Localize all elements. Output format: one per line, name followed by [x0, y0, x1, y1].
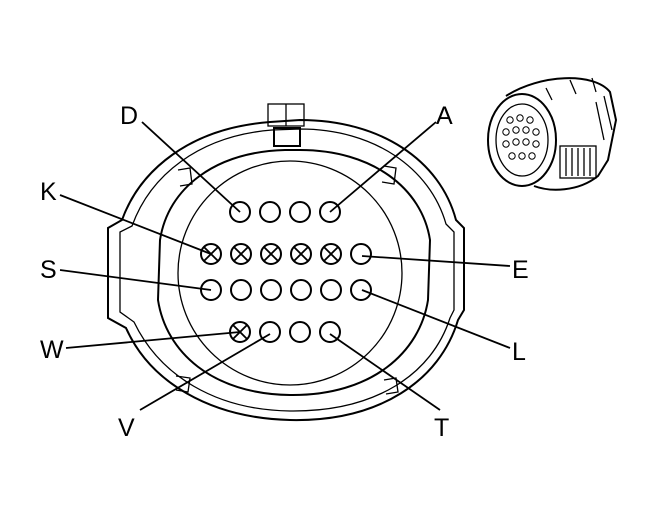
- mini-cavity: [532, 128, 540, 136]
- pin-label-t: T: [434, 414, 449, 442]
- pin-label-w: W: [40, 336, 64, 364]
- leader-line-v: [139, 333, 271, 411]
- plug-cross-mark: [263, 246, 279, 262]
- pin-label-d: D: [120, 102, 138, 130]
- open-cavity: [350, 279, 372, 301]
- open-cavity: [260, 279, 282, 301]
- plug-cross-mark: [323, 246, 339, 262]
- leader-line-w: [65, 331, 241, 349]
- leader-line-d: [141, 121, 241, 213]
- pin-label-v: V: [118, 414, 135, 442]
- mini-cavity: [516, 114, 524, 122]
- pin-labels: D A K E S L W V T: [40, 102, 529, 442]
- leader-line-e: [361, 255, 511, 267]
- open-cavity: [230, 279, 252, 301]
- mini-cavity: [502, 140, 510, 148]
- pin-label-a: A: [436, 102, 453, 130]
- connector-3d-illustration: [487, 77, 618, 191]
- mini-cavity: [512, 126, 520, 134]
- mini-cavity-grid: [502, 114, 540, 160]
- leader-line-k: [59, 194, 212, 255]
- mini-cavity: [526, 116, 534, 124]
- open-cavity: [289, 321, 311, 343]
- mini-cavity: [508, 152, 516, 160]
- mini-cavity: [502, 128, 510, 136]
- open-cavity: [290, 279, 312, 301]
- mini-cavity: [528, 152, 536, 160]
- open-cavity: [289, 201, 311, 223]
- pin-label-l: L: [512, 338, 526, 366]
- open-cavity: [320, 279, 342, 301]
- leader-line-a: [329, 121, 437, 213]
- leader-line-t: [329, 333, 441, 411]
- mini-cavity: [518, 152, 526, 160]
- pin-label-k: K: [40, 178, 57, 206]
- leader-line-s: [59, 269, 212, 291]
- plug-cross-mark: [233, 246, 249, 262]
- leader-lines: [59, 121, 511, 411]
- pin-label-e: E: [512, 256, 529, 284]
- plug-cross-mark: [293, 246, 309, 262]
- mini-cavity: [532, 140, 540, 148]
- open-cavity: [259, 201, 281, 223]
- mini-cavity: [512, 138, 520, 146]
- mini-cavity: [522, 138, 530, 146]
- pin-label-s: S: [40, 256, 57, 284]
- leader-line-l: [361, 289, 511, 349]
- mini-cavity: [506, 116, 514, 124]
- cavity-grid: [200, 201, 372, 343]
- connector-housing: [107, 103, 465, 422]
- open-cavity: [350, 243, 372, 265]
- mini-cavity: [522, 126, 530, 134]
